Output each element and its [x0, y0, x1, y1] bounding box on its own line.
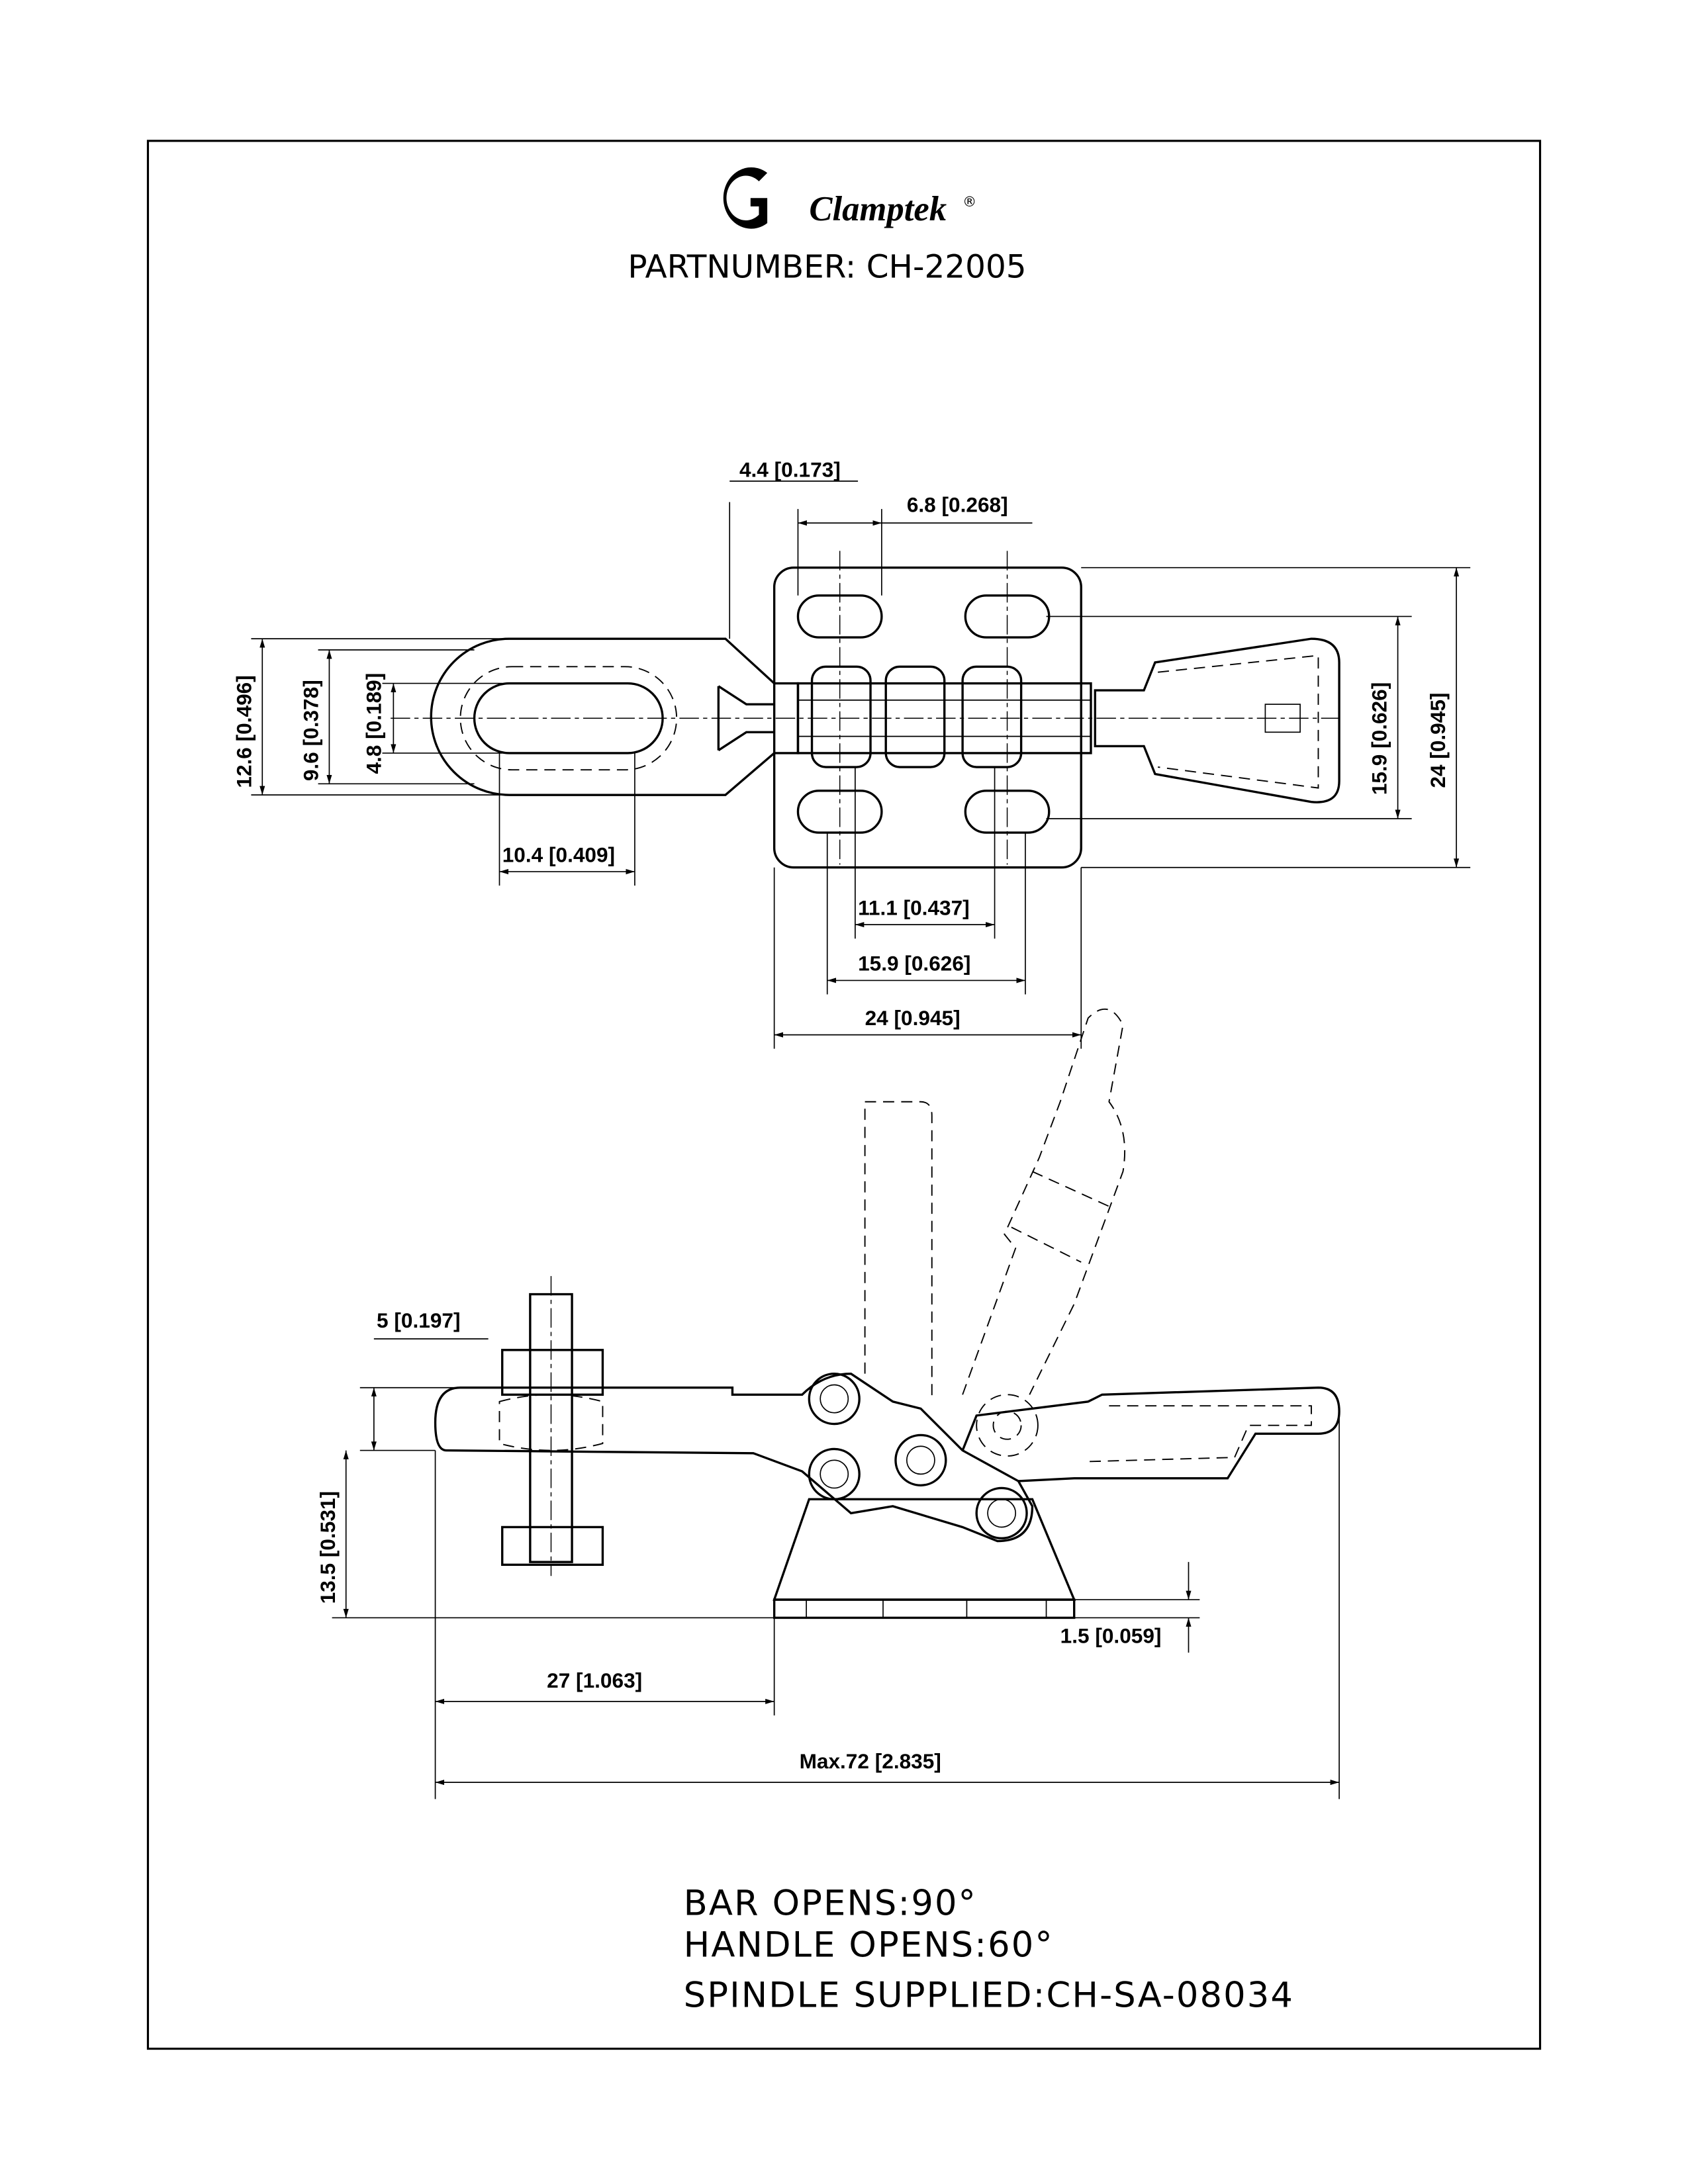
mounting-slots	[796, 594, 1051, 834]
side-dimension-lines	[332, 1338, 1340, 1799]
dim-12-6: 12.6 [0.496]	[232, 675, 256, 788]
brand-name: Clamptek	[809, 190, 947, 228]
dim-max-72: Max.72 [2.835]	[800, 1749, 941, 1773]
part-number: CH-22005	[867, 248, 1027, 285]
side-view	[434, 1008, 1340, 1619]
dim-27: 27 [1.063]	[547, 1668, 642, 1692]
note-spindle-supplied: SPINDLE SUPPLIED:CH-SA-08034	[684, 1975, 1294, 2015]
dim-4-4: 4.4 [0.173]	[739, 458, 841, 482]
dim-10-4: 10.4 [0.409]	[502, 842, 615, 866]
note-handle-opens: HANDLE OPENS:60°	[684, 1925, 1054, 1966]
clamptek-logo: Clamptek ®	[723, 167, 976, 229]
dim-13-5: 13.5 [0.531]	[316, 1491, 340, 1604]
note-bar-opens: BAR OPENS:90°	[684, 1883, 977, 1923]
dim-4-8: 4.8 [0.189]	[361, 673, 385, 774]
dim-1-5: 1.5 [0.059]	[1060, 1623, 1162, 1647]
registered-mark: ®	[962, 193, 976, 210]
dim-24-h: 24 [0.945]	[865, 1006, 961, 1030]
dim-11-1: 11.1 [0.437]	[858, 895, 970, 919]
dim-6-8: 6.8 [0.268]	[907, 492, 1008, 516]
dim-15-9-v: 15.9 [0.626]	[1368, 682, 1391, 795]
dim-15-9-h: 15.9 [0.626]	[858, 952, 970, 976]
top-view	[391, 551, 1340, 869]
sheet-border	[146, 140, 1542, 2050]
dim-5: 5 [0.197]	[377, 1308, 460, 1332]
top-dimension-lines	[251, 480, 1471, 1049]
part-number-label: PARTNUMBER:	[628, 248, 856, 285]
dim-24-v: 24 [0.945]	[1426, 693, 1450, 788]
dim-9-6: 9.6 [0.378]	[299, 680, 323, 781]
